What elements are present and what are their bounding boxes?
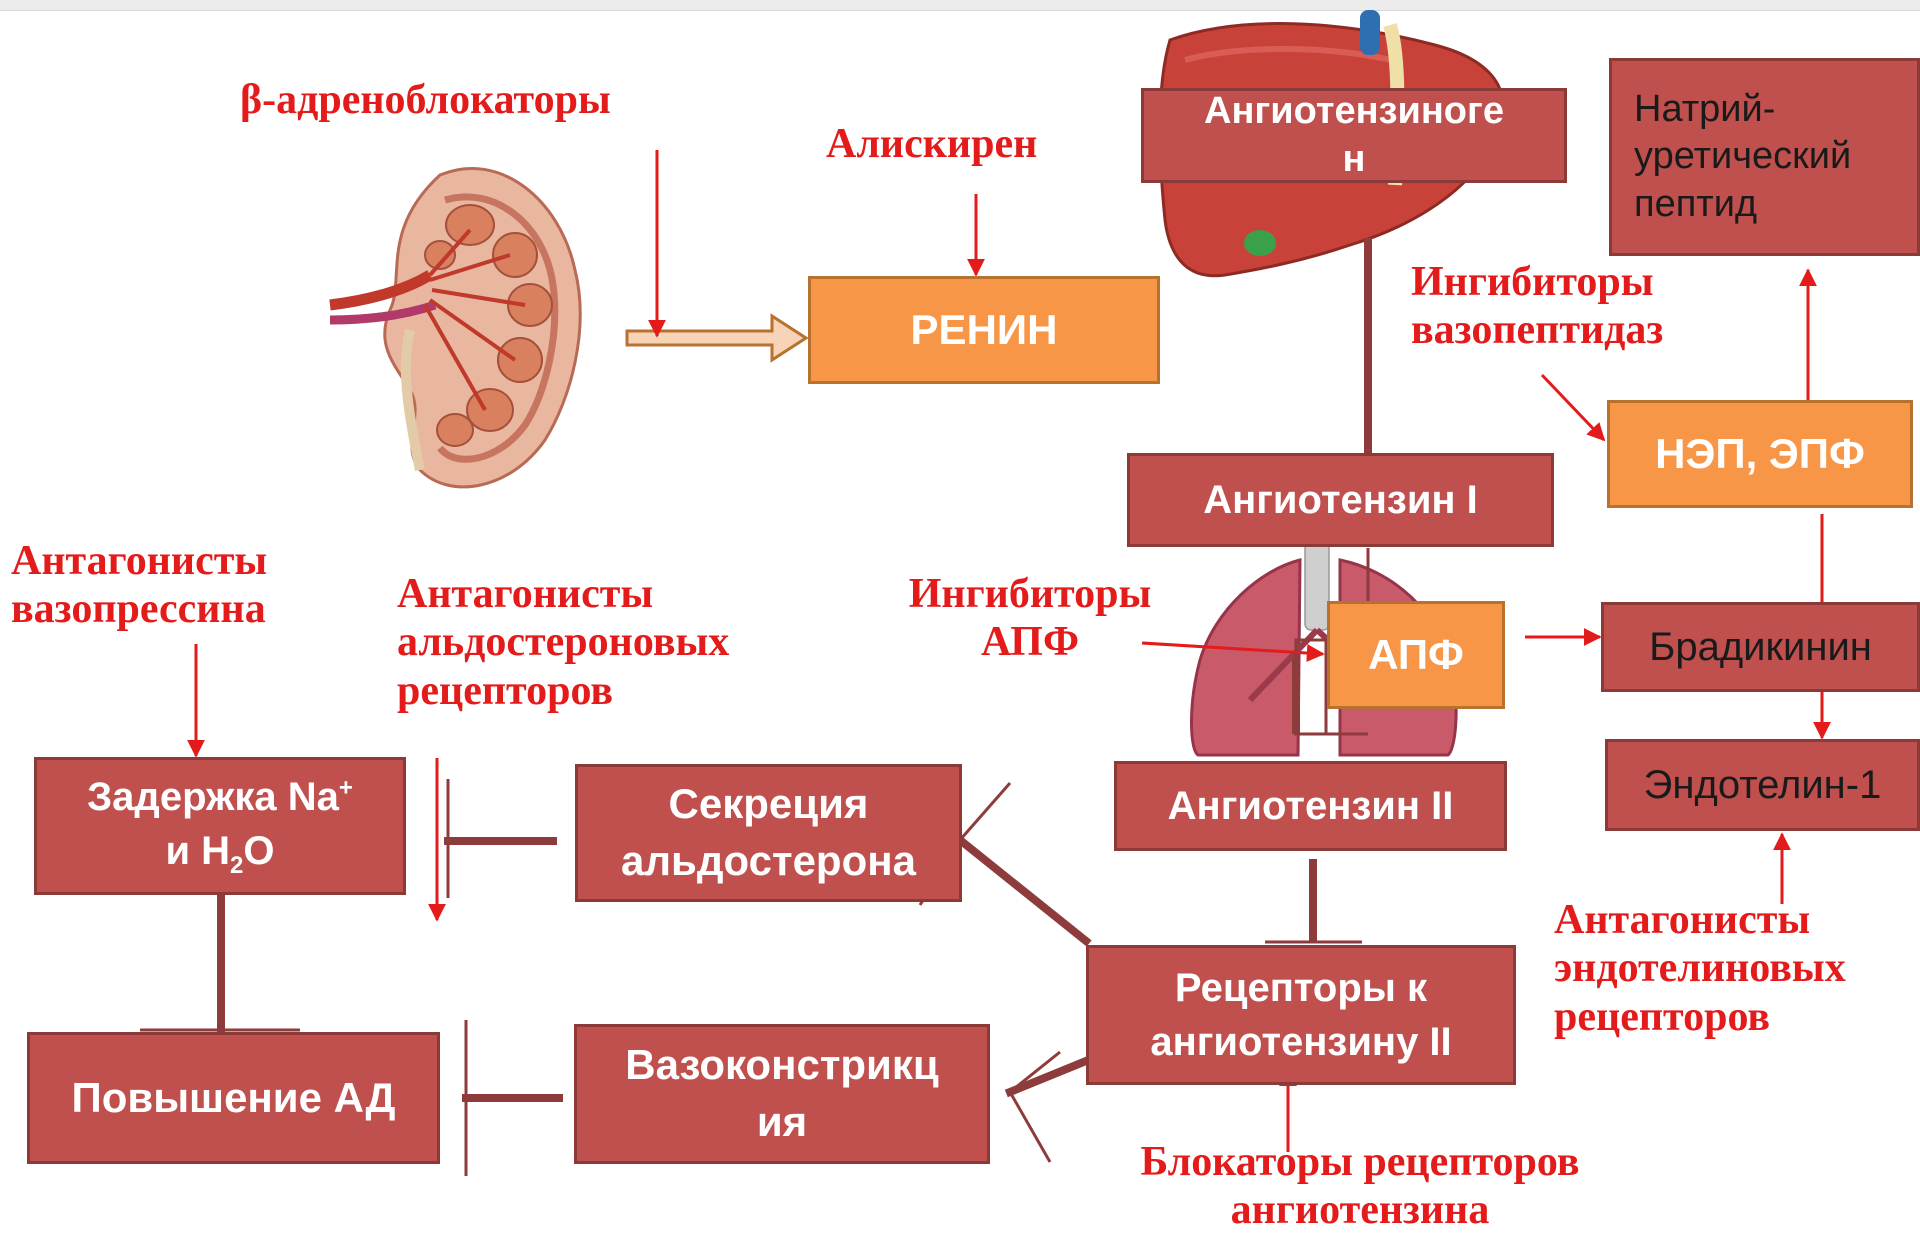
renin-label: РЕНИН xyxy=(911,306,1058,354)
ace-label: АПФ xyxy=(1368,631,1464,679)
vasopeptidase-inhibitors-label: Ингибиторы вазопептидаз xyxy=(1411,258,1663,355)
endothelin-antagonists-line1: Антагонисты xyxy=(1554,897,1810,943)
endothelin-antagonists-line2: эндотелиновых xyxy=(1554,945,1846,991)
aldosterone-antagonists-label: Антагонисты альдостероновых рецепторов xyxy=(397,570,729,715)
vasopressin-antagonists-label: Антагонисты вазопрессина xyxy=(11,537,267,634)
ace-inhibitors-line1: Ингибиторы xyxy=(909,571,1152,617)
angiotensin-1-box: Ангиотензин I xyxy=(1127,453,1554,547)
vasoconstriction-line1: Вазоконстрикц xyxy=(625,1041,938,1088)
at-receptor-blockers-label: Блокаторы рецепторов ангиотензина xyxy=(1100,1138,1620,1235)
aliskiren-label: Алискирен xyxy=(826,120,1037,168)
na-retention-line2a: и H xyxy=(165,829,230,873)
na-retention-line2b: O xyxy=(243,829,274,873)
endothelin-label: Эндотелин-1 xyxy=(1644,763,1882,808)
ace-box: АПФ xyxy=(1327,601,1505,709)
endothelin-antagonists-label: Антагонисты эндотелиновых рецепторов xyxy=(1554,896,1846,1041)
nep-ace-label: НЭП, ЭПФ xyxy=(1655,430,1865,478)
vasoconstriction-line2: ия xyxy=(757,1098,807,1145)
na-retention-sub: 2 xyxy=(230,852,243,879)
vasopressin-line1: Антагонисты xyxy=(11,538,267,584)
nep-ace-box: НЭП, ЭПФ xyxy=(1607,400,1913,508)
aldosterone-line1: Секреция xyxy=(669,780,869,827)
connector-receptors-vasoconstriction xyxy=(1010,1061,1086,1092)
vasopeptidase-line2: вазопептидаз xyxy=(1411,307,1663,353)
aldosterone-antagonists-line3: рецепторов xyxy=(397,668,613,714)
na-retention-sup: + xyxy=(339,774,353,801)
endothelin-antagonists-line3: рецепторов xyxy=(1554,994,1770,1040)
arrow-vasopeptidase-inhibitors xyxy=(1542,375,1604,440)
aldosterone-antagonists-line2: альдостероновых xyxy=(397,619,729,665)
vasoconstriction-box: Вазоконстрикц ия xyxy=(574,1024,990,1164)
ace-inhibitors-label: Ингибиторы АПФ xyxy=(890,570,1170,667)
natriuretic-line1: Натрий- xyxy=(1634,88,1775,130)
vasopeptidase-line1: Ингибиторы xyxy=(1411,259,1654,305)
angiotensin-2-box: Ангиотензин II xyxy=(1114,761,1507,851)
at-blockers-line2: ангиотензина xyxy=(1231,1187,1490,1233)
natriuretic-line2: уретический xyxy=(1634,135,1851,177)
kidney-image xyxy=(330,168,580,486)
at2-receptors-line2: ангиотензину II xyxy=(1150,1020,1451,1064)
angiotensinogen-box: Ангиотензиноге н xyxy=(1141,88,1567,183)
aldosterone-antagonists-line1: Антагонисты xyxy=(397,571,653,617)
ace-inhibitors-line2: АПФ xyxy=(981,619,1079,665)
kidney-renin-arrow xyxy=(627,316,806,360)
angiotensin-2-label: Ангиотензин II xyxy=(1168,784,1454,829)
aldosterone-secretion-box: Секреция альдостерона xyxy=(575,764,962,902)
tick-vasoconstriction xyxy=(1010,1052,1060,1162)
beta-blockers-label: β-адреноблокаторы xyxy=(240,76,611,124)
natriuretic-peptide-box: Натрий-уретический пептид xyxy=(1609,58,1920,256)
bp-increase-box: Повышение АД xyxy=(27,1032,440,1164)
na-retention-line1: Задержка Na xyxy=(87,775,339,819)
vasopressin-line2: вазопрессина xyxy=(11,586,266,632)
at2-receptors-box: Рецепторы к ангиотензину II xyxy=(1086,945,1516,1085)
aldosterone-line2: альдостерона xyxy=(621,837,916,884)
na-retention-box: Задержка Na+ и H2O xyxy=(34,757,406,895)
bp-increase-label: Повышение АД xyxy=(72,1074,396,1122)
renin-box: РЕНИН xyxy=(808,276,1160,384)
bradykinin-label: Брадикинин xyxy=(1649,625,1872,670)
natriuretic-line3: пептид xyxy=(1634,183,1757,225)
bradykinin-box: Брадикинин xyxy=(1601,602,1920,692)
angiotensinogen-line2: н xyxy=(1343,138,1366,180)
angiotensinogen-line1: Ангиотензиноге xyxy=(1204,90,1504,132)
at2-receptors-line1: Рецепторы к xyxy=(1175,966,1427,1010)
angiotensin-1-label: Ангиотензин I xyxy=(1203,478,1478,523)
connector-receptors-aldosterone xyxy=(960,840,1086,941)
endothelin-box: Эндотелин-1 xyxy=(1605,739,1920,831)
at-blockers-line1: Блокаторы рецепторов xyxy=(1140,1139,1579,1185)
